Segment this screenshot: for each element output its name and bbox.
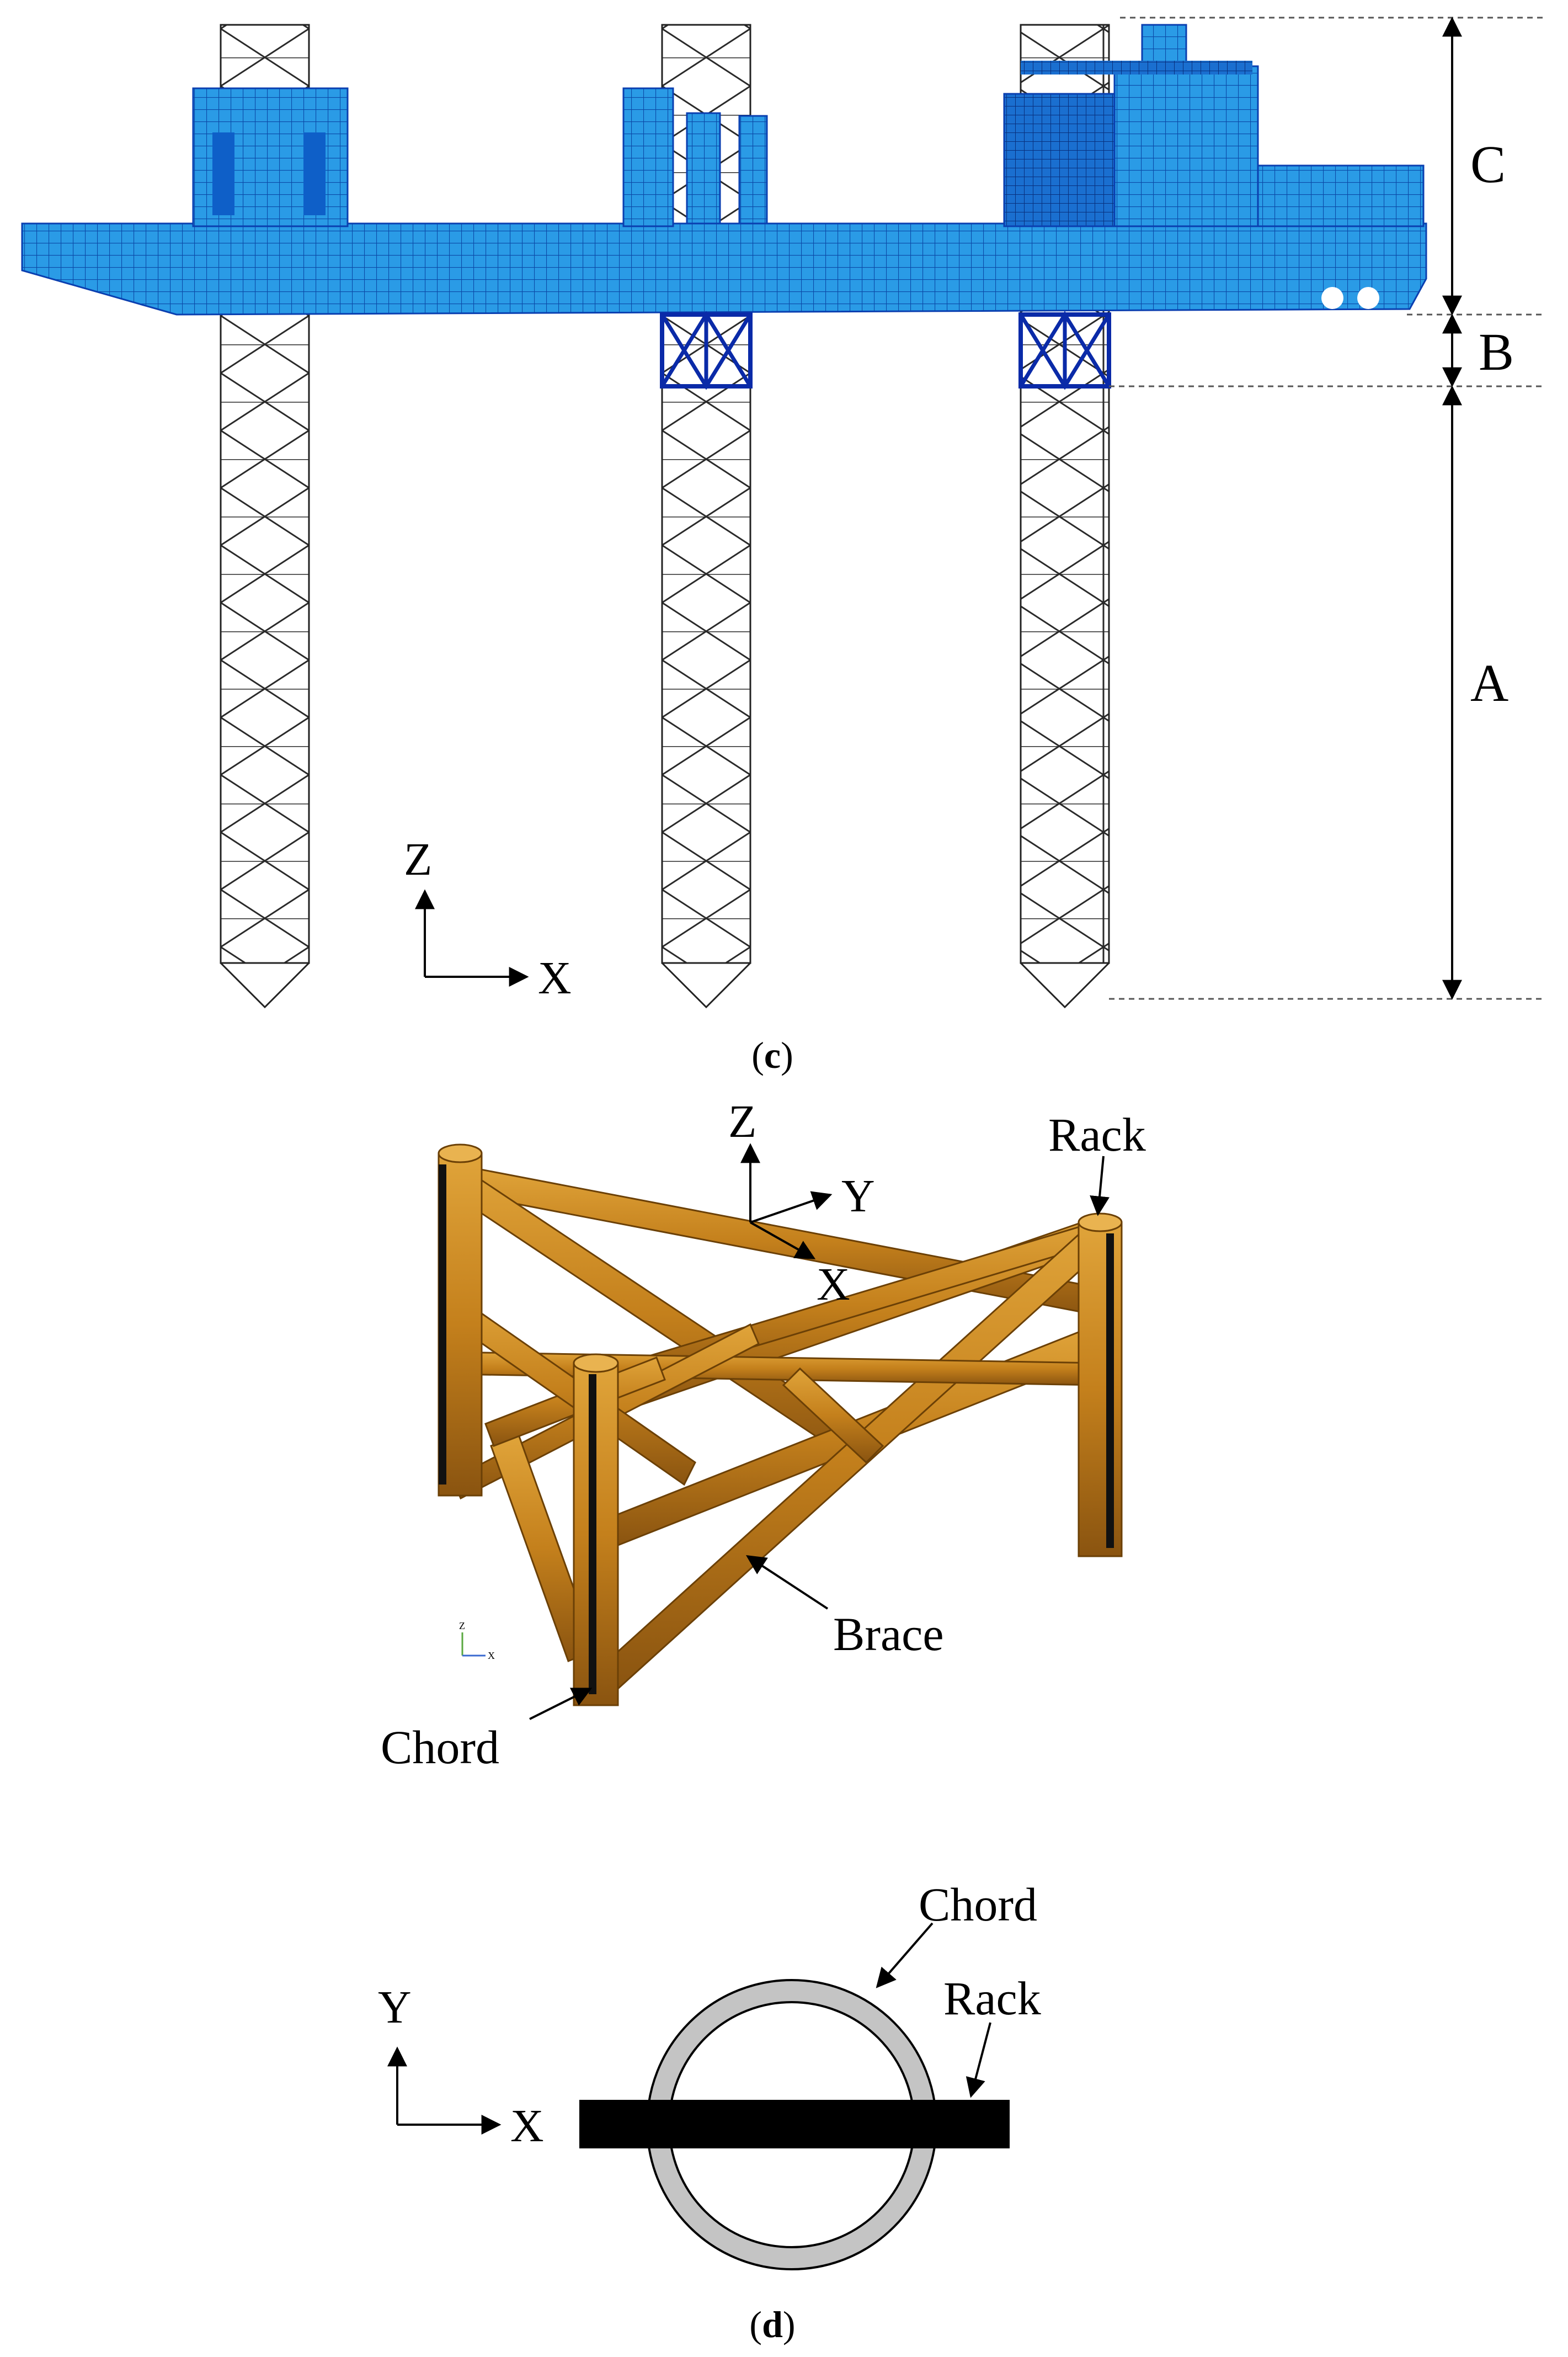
porthole xyxy=(1321,287,1343,309)
axis-label-z: Z xyxy=(404,834,432,885)
chord-front xyxy=(573,1353,619,1706)
callout-label-chord: Chord xyxy=(919,1878,1037,1931)
svg-text:(c): (c) xyxy=(751,1034,793,1076)
bracing-dark-middle xyxy=(660,311,753,390)
axes-zyx-3d: Z Y X xyxy=(728,1096,875,1310)
rack-bar xyxy=(579,2100,1010,2148)
caption-c: (c) xyxy=(751,1034,793,1076)
callout-brace: Brace xyxy=(745,1555,944,1661)
dimension-label-c: C xyxy=(1470,135,1506,194)
callout-rack: Rack xyxy=(1048,1108,1146,1216)
axis-label-y: Y xyxy=(378,1982,412,2033)
callout-chord: Chord xyxy=(381,1688,593,1774)
axis-label-z: Z xyxy=(728,1096,756,1147)
mini-triad: Z X xyxy=(459,1620,495,1661)
callout-chord-d: Chord xyxy=(876,1878,1037,1988)
chord-right xyxy=(1078,1212,1123,1557)
mini-triad-x: X xyxy=(488,1650,495,1661)
bracing-dark-right xyxy=(1018,311,1111,390)
axis-label-x: X xyxy=(510,2100,544,2152)
callout-label-chord: Chord xyxy=(381,1721,499,1774)
caption-letter: c xyxy=(764,1034,781,1076)
dimension-label-a: A xyxy=(1470,653,1508,712)
dimension-label-b: B xyxy=(1479,322,1514,381)
axes-yx-d: Y X xyxy=(378,1982,544,2152)
callout-label-rack: Rack xyxy=(943,1972,1041,2025)
callout-label-rack: Rack xyxy=(1048,1108,1146,1161)
caption-d: (d) xyxy=(749,2303,795,2345)
porthole xyxy=(1357,287,1379,309)
panel-c: Z X C B A (c) xyxy=(21,17,1545,1076)
dimension-lines: C B A xyxy=(1109,17,1545,1000)
axis-label-y: Y xyxy=(841,1170,875,1222)
panel-leg-section-3d: Z Y X Z X Rack Brace Chord xyxy=(381,1096,1146,1774)
axes-zx-c: Z X xyxy=(404,834,572,1004)
panel-d: Y X Chord Rack (d) xyxy=(378,1878,1041,2345)
chord-left-back xyxy=(438,1143,483,1497)
caption-letter: d xyxy=(762,2303,783,2345)
brace-members xyxy=(440,1163,1113,1690)
axis-label-x: X xyxy=(538,953,572,1004)
callout-label-brace: Brace xyxy=(833,1608,944,1661)
axis-label-x: X xyxy=(817,1259,850,1310)
callout-rack-d: Rack xyxy=(943,1972,1041,2098)
mini-triad-z: Z xyxy=(459,1620,465,1631)
svg-text:(d): (d) xyxy=(749,2303,795,2345)
hull-mesh xyxy=(21,24,1427,316)
